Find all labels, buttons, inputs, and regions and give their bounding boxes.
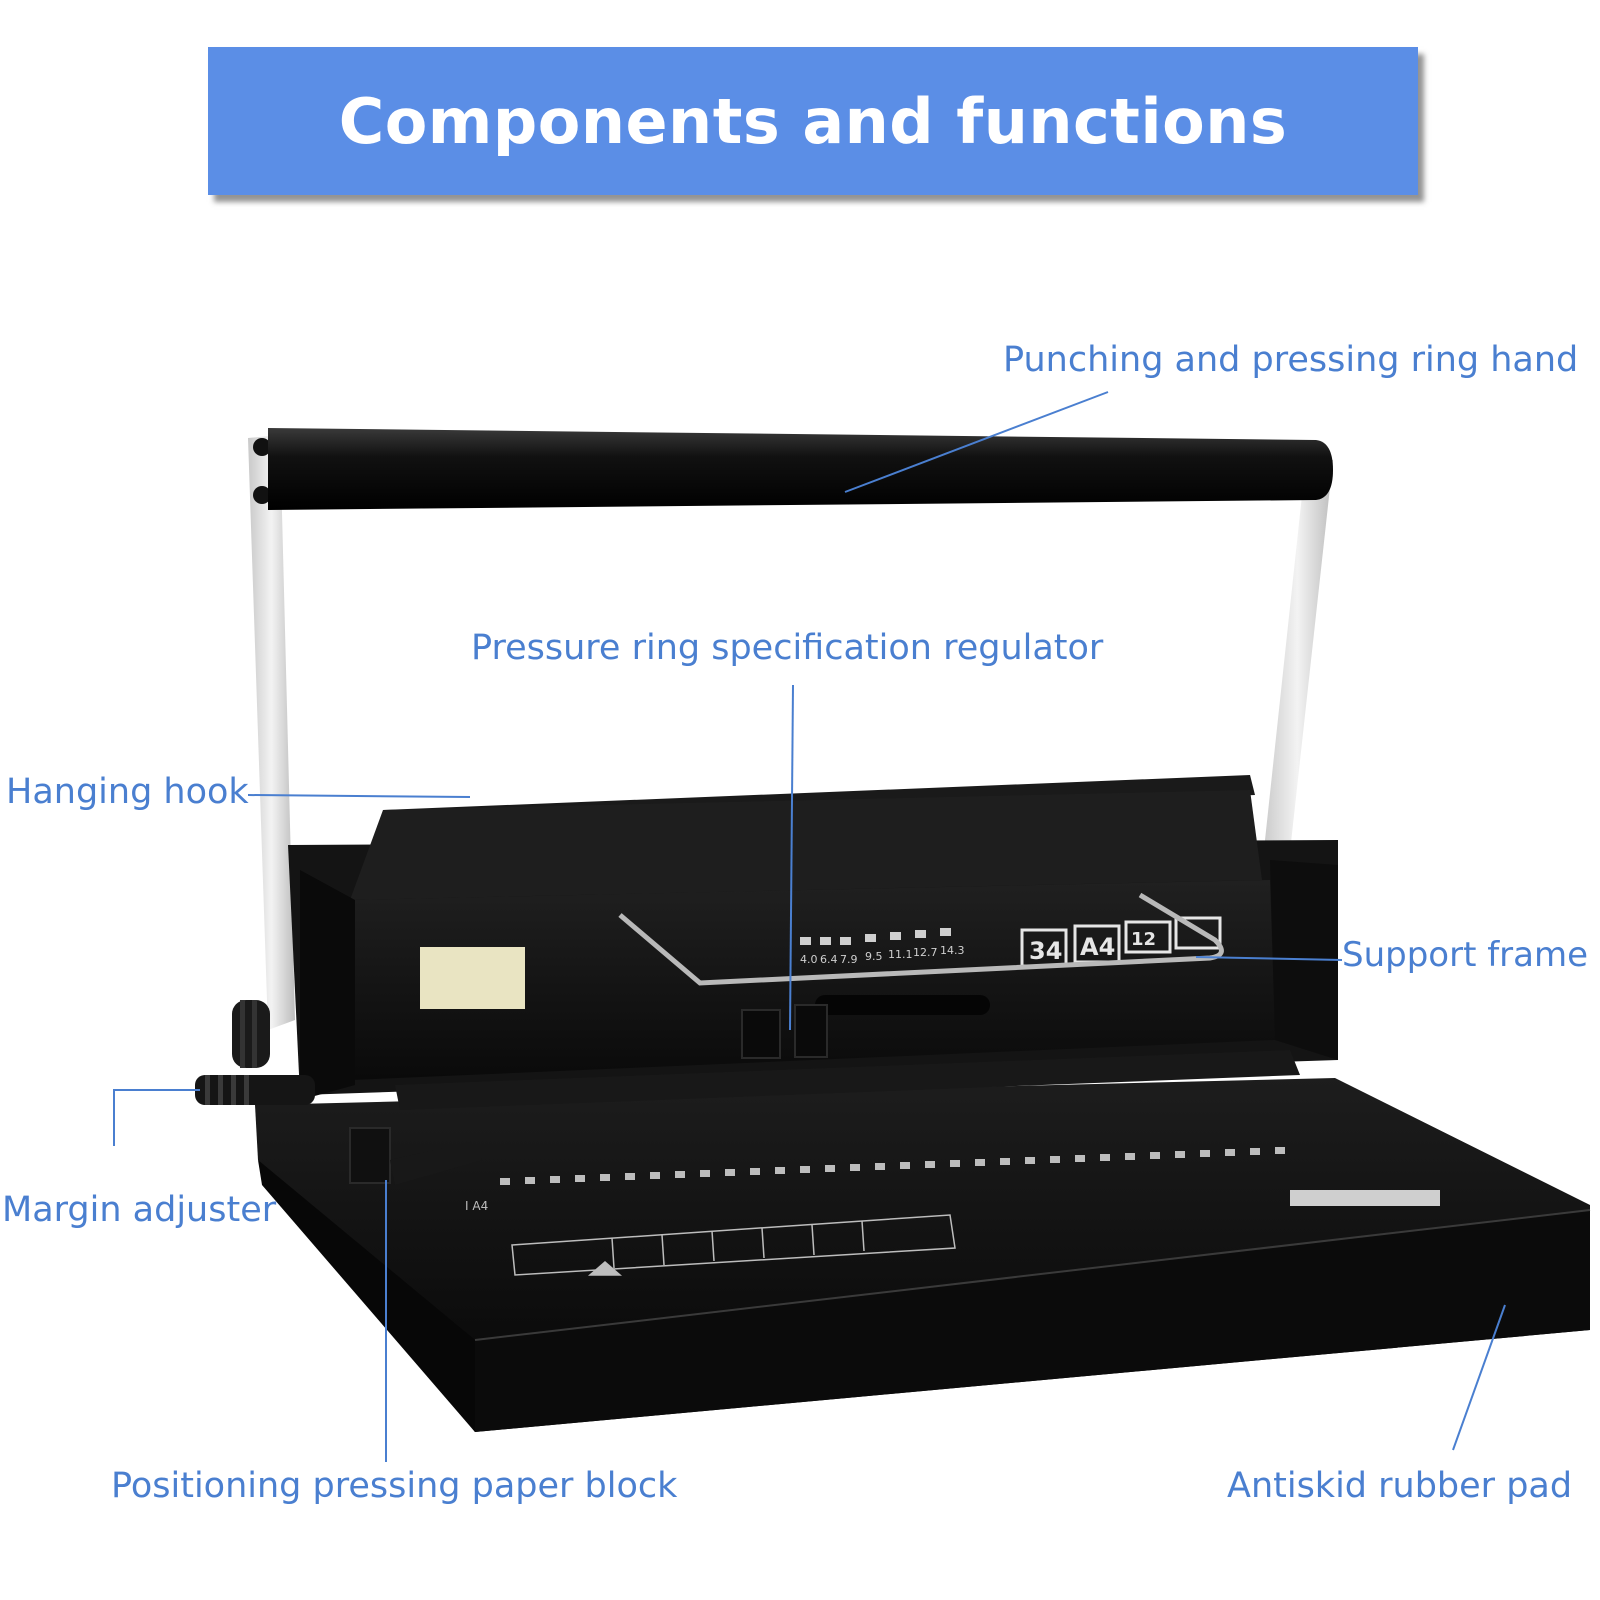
scale-value: 11.1 [888,948,913,961]
leader-margin-adjuster [113,1089,200,1146]
brand-plate [1290,1190,1440,1206]
scale-value: 14.3 [940,944,965,957]
left-handle-arm [248,435,295,1030]
machine-body [288,775,1338,1110]
badge-34: 34 [1029,937,1062,965]
right-handle-arm [1262,458,1333,870]
leader-punching-handle [844,391,1109,493]
page-title: Components and functions [338,84,1288,158]
punching-handle-bar [268,428,1333,510]
label-margin-adjuster: Margin adjuster [2,1190,277,1230]
title-banner: Components and functions [208,47,1418,195]
scale-value: 6.4 [820,953,838,966]
scale-value: 4.0 [800,953,818,966]
warning-sticker [420,947,525,1009]
leader-antiskid-pad [1452,1304,1506,1451]
label-pressure-regulator: Pressure ring specification regulator [471,628,1104,668]
label-support-frame: Support frame [1342,935,1589,975]
scale-value: 7.9 [840,953,858,966]
leader-pressure-regulator [789,684,794,1031]
punch-hole-row [500,1147,1285,1185]
scale-value: 9.5 [865,950,883,963]
positioning-block [349,1127,482,1185]
badge-a4: A4 [1080,933,1115,961]
base-mark: I A4 [465,1199,488,1213]
callout-leader-lines [113,391,1506,1462]
base-plate [255,1078,1591,1432]
leader-support-frame [1195,956,1343,961]
label-positioning-block: Positioning pressing paper block [111,1466,678,1506]
scale-value: 12.7 [913,946,938,959]
leader-hanging-hook [247,794,471,798]
label-hanging-hook: Hanging hook [6,772,249,812]
base-printed-table [511,1214,956,1276]
margin-adjuster-knob [195,1000,315,1105]
badge-12: 12 [1131,929,1156,950]
size-scale: 4.0 6.4 7.9 9.5 11.1 12.7 14.3 [800,928,965,966]
label-punching-handle: Punching and pressing ring hand [1003,340,1579,380]
label-antiskid-pad: Antiskid rubber pad [1227,1466,1573,1506]
